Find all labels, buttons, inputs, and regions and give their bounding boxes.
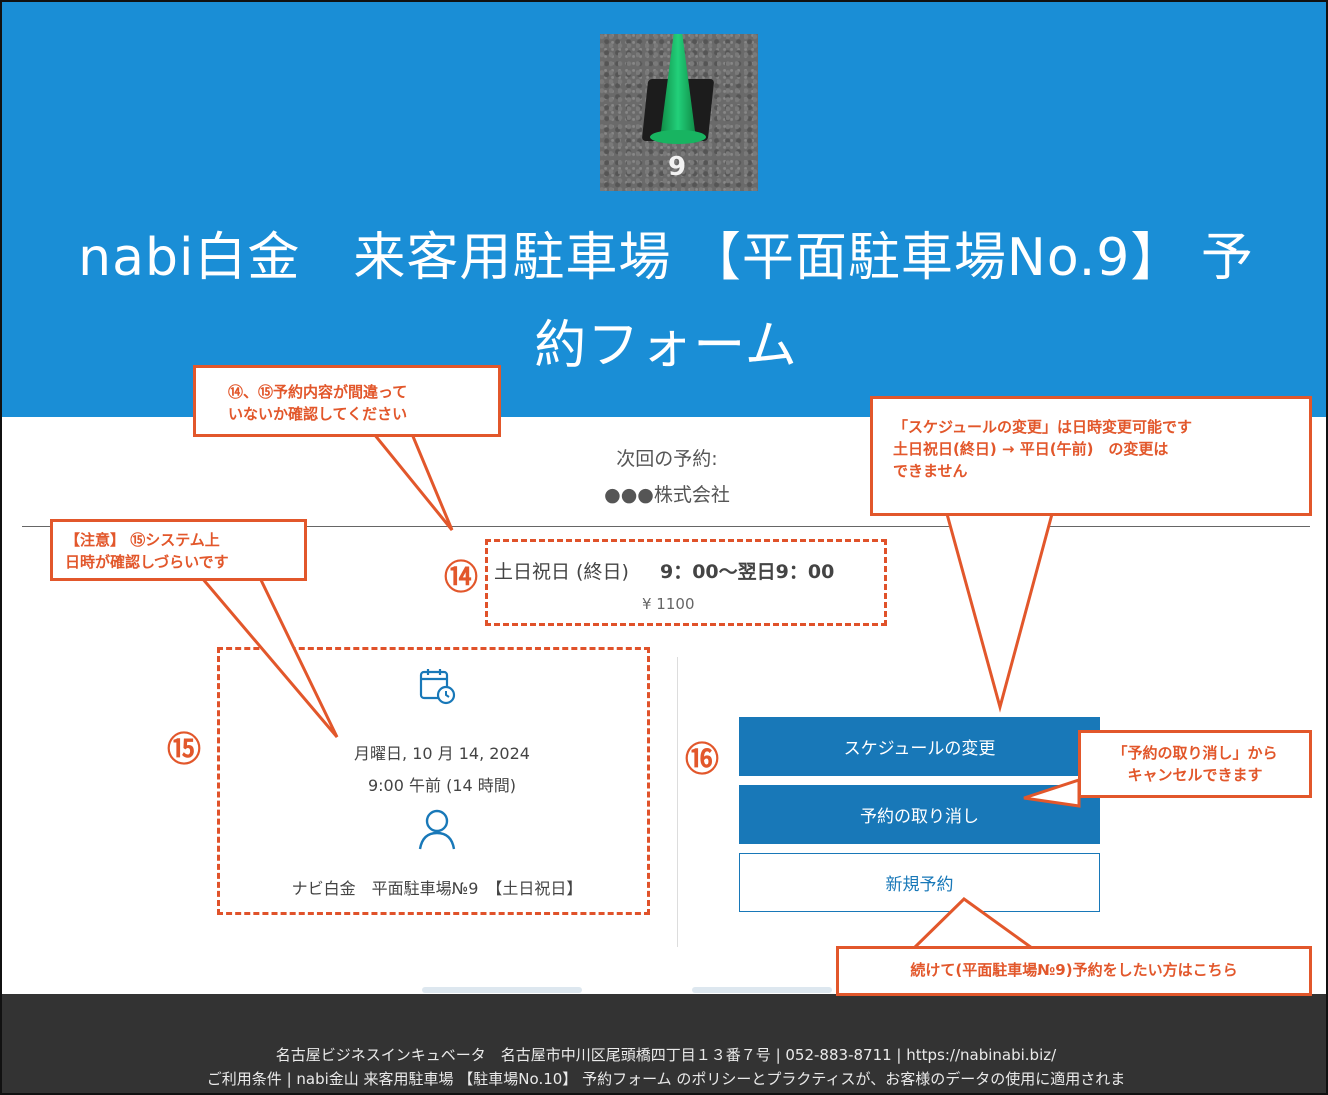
column-divider — [677, 657, 678, 947]
calendar-clock-icon — [419, 669, 456, 705]
footer-policy-text: | nabi金山 来客用駐車場 【駐車場No.10】 予約フォーム のポリシーと… — [281, 1070, 1126, 1088]
page-footer — [2, 994, 1326, 1093]
new-booking-button[interactable]: 新規予約 — [739, 853, 1100, 912]
person-icon — [418, 809, 456, 850]
cancel-booking-button[interactable]: 予約の取り消し — [739, 785, 1100, 844]
page-title-line2: 約フォーム — [534, 316, 798, 377]
callout-schedule-change: 「スケジュールの変更」は日時変更可能です 土日祝日(終日) → 平日(午前) の… — [870, 396, 1312, 516]
callout-confirm: ⑭、⑮予約内容が間違って いないか確認してください — [193, 365, 501, 437]
booking-time: 9:00 午前 (14 時間) — [367, 776, 517, 795]
annotation-number-14: ⑭ — [444, 558, 478, 598]
next-booking-label: 次回の予約: — [616, 448, 718, 470]
footer-policy-line: ご利用条件 | nabi金山 来客用駐車場 【駐車場No.10】 予約フォーム … — [2, 1068, 1326, 1089]
footer-company-line: 名古屋ビジネスインキュベータ 名古屋市中川区尾頭橋四丁目１３番７号 | 052-… — [2, 1044, 1326, 1065]
divider — [22, 526, 1310, 527]
footer-url-link[interactable]: https://nabinabi.biz/ — [906, 1046, 1057, 1064]
booking-date: 月曜日, 10 月 14, 2024 — [354, 744, 530, 763]
page-header: 9 nabi白金 来客用駐車場 【平面駐車場No.9】 予 約フォーム — [2, 2, 1326, 417]
company-name: ●●●株式会社 — [604, 484, 730, 506]
hidden-link-row — [422, 987, 582, 993]
annotation-number-16: ⑯ — [685, 740, 719, 780]
annotation-number-15: ⑮ — [167, 730, 201, 770]
staff-name: ナビ白金 平面駐車場№9 【土日祝日】 — [291, 879, 583, 898]
plan-summary: 土日祝日 (終日) 9：00〜翌日9：00 — [494, 557, 834, 584]
callout-new-booking: 続けて(平面駐車場№9)予約をしたい方はこちら — [836, 946, 1312, 996]
callout-cancel: 「予約の取り消し」から キャンセルできます — [1078, 730, 1312, 798]
page-title: nabi白金 来客用駐車場 【平面駐車場No.9】 予 約フォーム — [42, 214, 1290, 391]
callout-warning: 【注意】 ⑮システム上 日時が確認しづらいです — [50, 519, 307, 581]
annotation-plan-box — [485, 539, 887, 626]
plan-time: 9：00〜翌日9：00 — [659, 561, 835, 583]
page-title-line1: nabi白金 来客用駐車場 【平面駐車場No.9】 予 — [78, 228, 1254, 288]
parking-number-label: 9 — [668, 152, 687, 182]
hidden-link-row — [692, 987, 832, 993]
change-schedule-button[interactable]: スケジュールの変更 — [739, 717, 1100, 776]
terms-link[interactable]: ご利用条件 — [206, 1070, 282, 1088]
parking-spot-photo: 9 — [600, 34, 758, 191]
annotation-details-box — [217, 647, 650, 915]
plan-name: 土日祝日 (終日) — [494, 561, 629, 583]
footer-company-text: 名古屋ビジネスインキュベータ 名古屋市中川区尾頭橋四丁目１３番７号 | 052-… — [275, 1046, 907, 1064]
plan-price: ¥ 1100 — [642, 595, 695, 613]
